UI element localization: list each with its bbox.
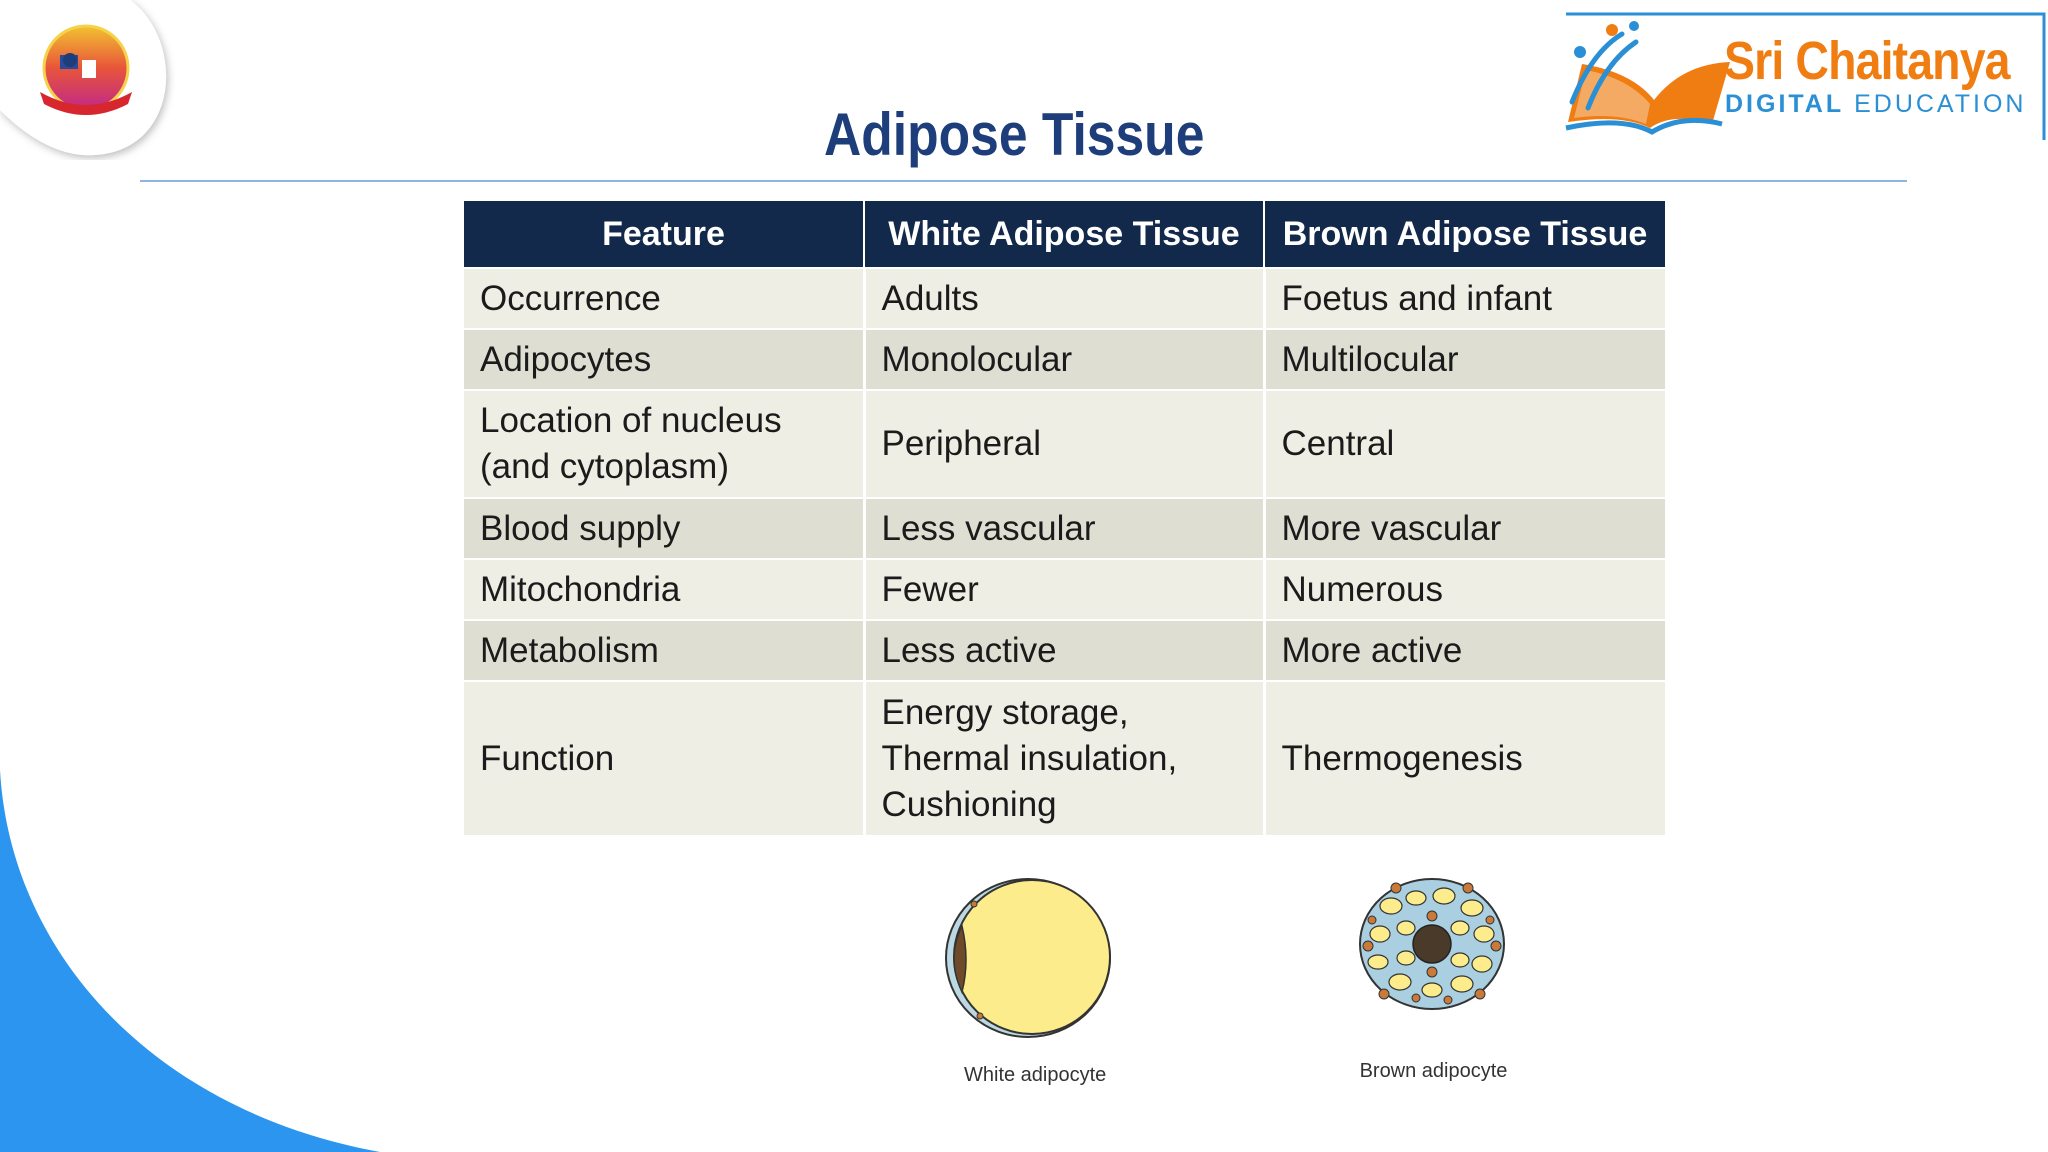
cell-text: Cushioning bbox=[881, 784, 1057, 824]
cell-text: (and cytoplasm) bbox=[480, 447, 729, 486]
brown-adipocyte-illustration bbox=[1359, 878, 1505, 1010]
slide-title: Adipose Tissue bbox=[823, 101, 1205, 168]
cell-text: More vascular bbox=[1281, 508, 1502, 548]
cell-brown: Thermogenesis bbox=[1262, 680, 1665, 835]
brown-adipocyte-caption: Brown adipocyte bbox=[1359, 1060, 1508, 1082]
cell-text: Adipocytes bbox=[480, 339, 652, 379]
cell-text: Peripheral bbox=[881, 424, 1042, 463]
cell-text: Function bbox=[480, 738, 615, 778]
cell-white: Energy storage, Thermal insulation, Cushio… bbox=[862, 680, 1264, 835]
brand-sub-bold: DIGITAL bbox=[1725, 90, 1845, 118]
cell-text: Multilocular bbox=[1281, 339, 1459, 379]
cell-brown: More active bbox=[1262, 619, 1665, 681]
cell-feature: Occurrence bbox=[464, 267, 864, 329]
table-row: Mitochondria Fewer Numerous bbox=[464, 558, 1665, 620]
table-row: Adipocytes Monolocular Multilocular bbox=[464, 328, 1665, 390]
cell-text: Adults bbox=[881, 278, 979, 318]
school-emblem-logo bbox=[0, 0, 167, 156]
cell-feature: Blood supply bbox=[464, 497, 864, 559]
brand-name: Sri Chaitanya bbox=[1724, 31, 2010, 91]
cell-text: Less vascular bbox=[881, 508, 1096, 548]
cell-feature: Location of nucleus (and cytoplasm) bbox=[464, 389, 864, 498]
brand-logo: Sri Chaitanya DIGITAL EDUCATION bbox=[1562, 12, 2048, 142]
cell-white: Monolocular bbox=[862, 328, 1264, 390]
table-header-row: Feature White Adipose Tissue Brown Adipo… bbox=[464, 201, 1665, 268]
cell-feature: Mitochondria bbox=[464, 558, 864, 620]
cell-text: Foetus and infant bbox=[1281, 278, 1552, 318]
table-row: Location of nucleus (and cytoplasm) Periph… bbox=[464, 389, 1665, 498]
cell-brown: Multilocular bbox=[1262, 328, 1665, 390]
cell-text: Central bbox=[1281, 424, 1395, 463]
cell-brown: Central bbox=[1262, 389, 1665, 498]
white-adipocyte-illustration bbox=[945, 878, 1111, 1038]
table-row: Function Energy storage, Thermal insulatio… bbox=[464, 680, 1665, 835]
cell-text: Metabolism bbox=[480, 630, 659, 670]
header-brown-adipose: Brown Adipose Tissue bbox=[1263, 201, 1665, 268]
cell-text: Fewer bbox=[881, 569, 979, 609]
slide-title-wrap: Adipose Tissue bbox=[0, 100, 2048, 169]
cell-white: Less vascular bbox=[862, 497, 1264, 559]
cell-text: Occurrence bbox=[480, 278, 661, 318]
cell-text: More active bbox=[1281, 630, 1463, 670]
table-row: Blood supply Less vascular More vascular bbox=[464, 497, 1665, 559]
cell-feature: Adipocytes bbox=[464, 328, 864, 390]
cell-white: Peripheral bbox=[862, 389, 1264, 498]
cell-brown: More vascular bbox=[1262, 497, 1665, 559]
cell-feature: Metabolism bbox=[464, 619, 864, 681]
cell-text: Numerous bbox=[1281, 569, 1443, 609]
title-divider bbox=[140, 180, 1907, 182]
cell-text: Thermal insulation, bbox=[881, 738, 1178, 778]
brand-sub-light: EDUCATION bbox=[1854, 90, 2027, 118]
cell-text: Location of nucleus bbox=[480, 401, 782, 440]
header-white-adipose: White Adipose Tissue bbox=[863, 201, 1264, 268]
cell-text: Blood supply bbox=[480, 508, 681, 548]
cell-text: Monolocular bbox=[881, 339, 1073, 379]
cell-brown: Foetus and infant bbox=[1262, 267, 1665, 329]
cell-brown: Numerous bbox=[1262, 558, 1665, 620]
table-row: Metabolism Less active More active bbox=[464, 619, 1665, 681]
cell-text: Energy storage, bbox=[881, 692, 1129, 732]
comparison-table: Feature White Adipose Tissue Brown Adipo… bbox=[464, 201, 1665, 835]
cell-text: Thermogenesis bbox=[1281, 738, 1523, 778]
cell-text: Less active bbox=[881, 630, 1057, 670]
cell-white: Less active bbox=[862, 619, 1264, 681]
table-row: Occurrence Adults Foetus and infant bbox=[464, 267, 1665, 329]
brand-subtitle: DIGITAL EDUCATION bbox=[1725, 90, 2026, 119]
cell-feature: Function bbox=[464, 680, 864, 835]
white-adipocyte-caption: White adipocyte bbox=[964, 1064, 1107, 1086]
cell-text: Mitochondria bbox=[480, 569, 681, 609]
cell-white: Adults bbox=[862, 267, 1264, 329]
cell-white: Fewer bbox=[862, 558, 1264, 620]
header-feature: Feature bbox=[464, 201, 864, 268]
brand-book-icon bbox=[1565, 12, 2046, 140]
